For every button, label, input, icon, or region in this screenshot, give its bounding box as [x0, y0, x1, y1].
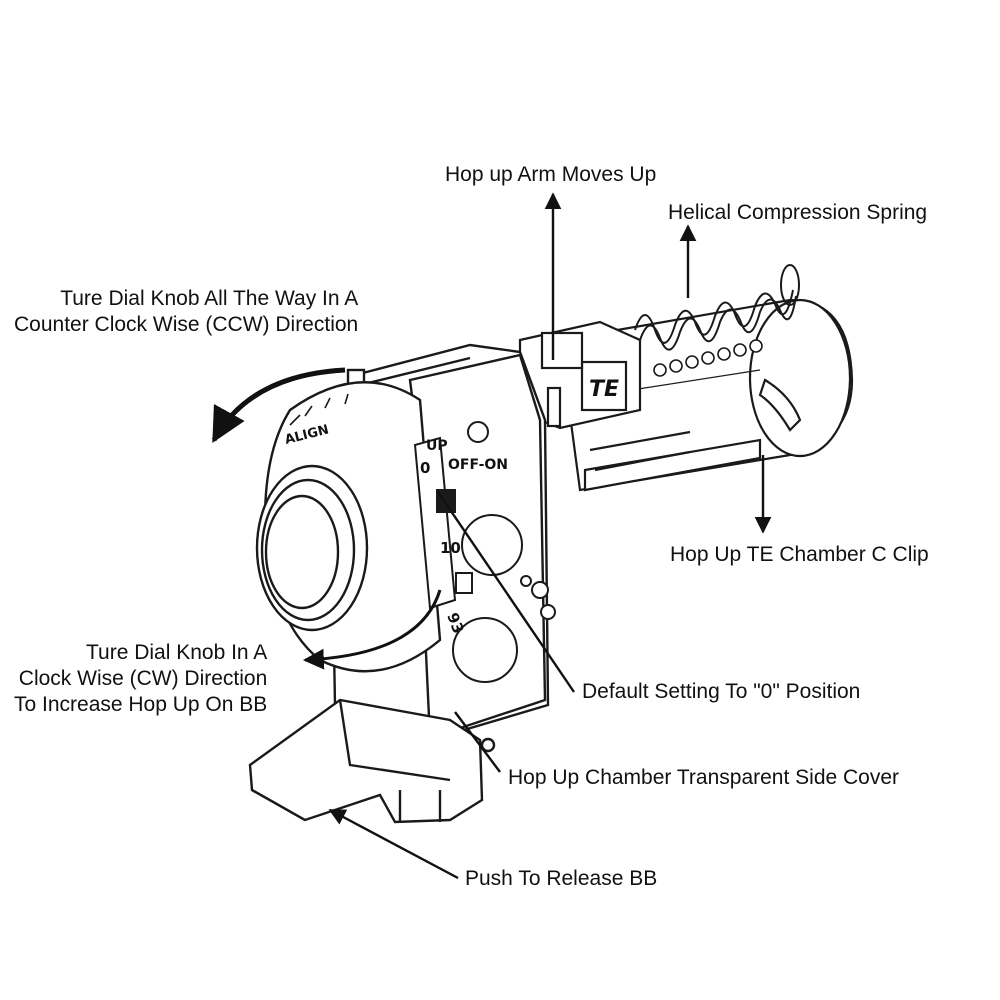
callout-push-text: Push To Release BB [465, 867, 658, 890]
release-lever [248, 698, 496, 824]
callout-default-zero: Default Setting To "0" Position [582, 679, 860, 705]
dial-knob [255, 381, 442, 673]
leader-arrows [328, 192, 772, 880]
marking-te: TE [589, 377, 619, 402]
marking-up: UP [426, 438, 448, 454]
marking-dial-0: 0 [420, 459, 430, 477]
dial-scale [413, 436, 473, 610]
barrel-ridges [653, 339, 763, 377]
callout-cw-line2: Clock Wise (CW) Direction [18, 667, 268, 690]
te-block [518, 320, 642, 430]
callout-push-release: Push To Release BB [465, 866, 657, 892]
marking-dial-10: 10 [440, 539, 461, 557]
callout-ccw-direction: Ture Dial Knob All The Way In A Counter … [14, 286, 358, 338]
arrow-side-cover [454, 711, 501, 773]
ccw-rotation-arrow [211, 367, 346, 444]
callout-c-clip-text: Hop Up TE Chamber C Clip [670, 543, 929, 566]
callout-cw-line1: Ture Dial Knob In A [85, 641, 268, 664]
callout-cw-direction: Ture Dial Knob In A Clock Wise (CW) Dire… [14, 640, 267, 718]
callout-ccw-line1: Ture Dial Knob All The Way In A [60, 287, 359, 310]
callout-side-cover: Hop Up Chamber Transparent Side Cover [508, 765, 899, 791]
callout-arm-moves-up: Hop up Arm Moves Up [445, 162, 656, 188]
callout-c-clip: Hop Up TE Chamber C Clip [670, 542, 929, 568]
helical-spring [634, 264, 800, 351]
callout-arm-text: Hop up Arm Moves Up [445, 163, 657, 186]
marking-off-on: OFF-ON [448, 457, 508, 473]
cw-rotation-arrow [302, 589, 442, 670]
callout-spring-text: Helical Compression Spring [668, 201, 928, 224]
arrow-default-zero [437, 491, 575, 693]
callout-ccw-line2: Counter Clock Wise (CCW) Direction [14, 313, 359, 336]
callout-compression-spring: Helical Compression Spring [668, 200, 927, 226]
callout-zero-text: Default Setting To "0" Position [582, 680, 861, 703]
callout-cover-text: Hop Up Chamber Transparent Side Cover [508, 766, 900, 789]
callout-cw-line3: To Increase Hop Up On BB [14, 693, 268, 716]
arrow-push-release [328, 808, 459, 880]
side-cover-windows [452, 421, 556, 683]
